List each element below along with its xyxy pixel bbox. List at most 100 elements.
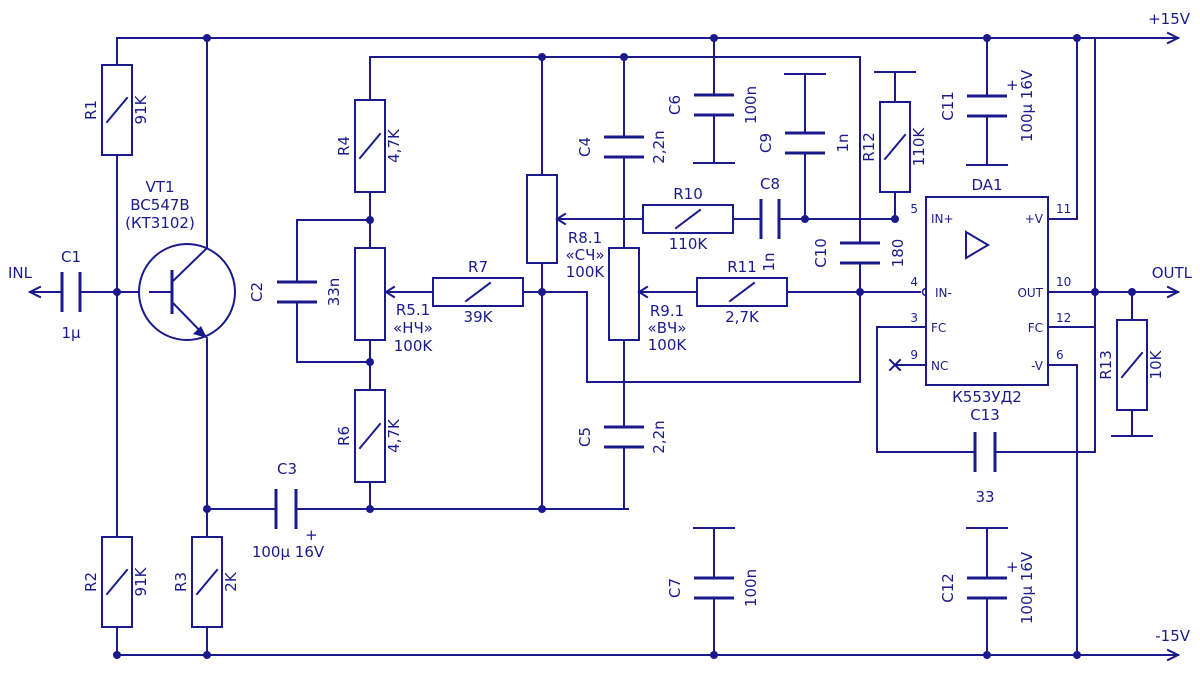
capacitor-c7: C7 100n	[666, 569, 760, 607]
capacitor-c4: C4 2,2n	[576, 130, 668, 163]
c8-ref: C8	[760, 175, 780, 193]
resistor-r12: R12 110K	[860, 101, 928, 193]
c4-ref: C4	[576, 137, 594, 157]
capacitor-c9: C9 1n	[757, 131, 852, 155]
c3-ref: C3	[277, 460, 297, 478]
c6-value: 100n	[742, 86, 760, 124]
resistor-r11: R11 2,7K	[696, 258, 788, 326]
da1-pin-inm-name: IN-	[935, 286, 952, 300]
net-vminus-label: -15V	[1155, 627, 1190, 645]
r5-label: «НЧ»	[393, 319, 433, 337]
r5-ref: R5.1	[396, 301, 430, 319]
c8-value: 1n	[760, 252, 778, 271]
c12-value: 100μ 16V	[1018, 551, 1036, 624]
r8-ref: R8.1	[568, 229, 602, 247]
da1-pin-nc-name: NC	[931, 359, 948, 373]
r3-value: 2K	[222, 571, 240, 592]
c13-ref: C13	[970, 406, 1000, 424]
capacitor-c5: C5 2,2n	[576, 420, 668, 453]
c5-ref: C5	[576, 427, 594, 447]
c2-value: 33n	[325, 278, 343, 307]
da1-pin-vm-num: 6	[1056, 348, 1064, 362]
resistor-r4: R4 4,7K	[335, 99, 403, 193]
net-output-label: OUTL	[1152, 264, 1193, 282]
resistor-r2: R2 91K	[82, 536, 150, 628]
capacitor-c3: C3 + 100μ 16V	[252, 460, 325, 561]
resistor-r6: R6 4,7K	[335, 389, 403, 483]
r12-value: 110K	[910, 127, 928, 167]
c7-value: 100n	[742, 569, 760, 607]
r2-ref: R2	[82, 572, 100, 592]
c3-polarity: +	[305, 526, 318, 544]
da1-pin-vm-name: -V	[1031, 359, 1044, 373]
net-input-label: INL	[8, 264, 33, 282]
c1-value: 1μ	[61, 324, 81, 342]
r2-value: 91K	[132, 566, 150, 596]
c12-polarity: +	[1006, 558, 1019, 576]
r11-ref: R11	[727, 258, 757, 276]
da1-pin-out-num: 10	[1056, 275, 1071, 289]
vt1-part: BC547B	[130, 196, 189, 214]
capacitor-c6: C6 100n	[666, 86, 760, 124]
r9-value: 100K	[648, 336, 688, 354]
net-vplus-label: +15V	[1148, 10, 1191, 28]
r6-ref: R6	[335, 426, 353, 446]
da1-pin-fc1-num: 3	[910, 311, 918, 325]
c6-ref: C6	[666, 95, 684, 115]
opamp-da1: DA1 К553УД2 5 IN+ 4 IN- 3 FC 9 NC 11 +V …	[910, 176, 1071, 406]
vt1-alt: (КТ3102)	[125, 214, 195, 232]
r13-ref: R13	[1097, 350, 1115, 380]
c3-value: 100μ 16V	[252, 543, 325, 561]
r1-ref: R1	[82, 100, 100, 120]
r9-label: «ВЧ»	[648, 319, 687, 337]
potentiometer-r9: R9.1 «ВЧ» 100K	[608, 247, 688, 354]
da1-pin-inp-num: 5	[910, 202, 918, 216]
r3-ref: R3	[172, 572, 190, 592]
c10-ref: C10	[812, 238, 830, 268]
c9-value: 1n	[834, 133, 852, 152]
transistor-vt1: VT1 BC547B (КТ3102)	[125, 178, 236, 341]
da1-pin-fc2-num: 12	[1056, 311, 1071, 325]
r13-value: 10K	[1147, 349, 1165, 379]
capacitor-c2: C2 33n	[248, 278, 343, 307]
r6-value: 4,7K	[385, 418, 403, 453]
da1-pin-fc1-name: FC	[931, 321, 946, 335]
c5-value: 2,2n	[650, 420, 668, 453]
r7-value: 39K	[464, 308, 494, 326]
da1-pin-vp-num: 11	[1056, 202, 1071, 216]
c11-polarity: +	[1006, 76, 1019, 94]
resistor-r10: R10 110K	[642, 185, 734, 253]
r7-ref: R7	[468, 258, 488, 276]
resistor-r7: R7 39K	[432, 258, 524, 326]
capacitor-c10: C10 180	[812, 238, 907, 268]
c10-value: 180	[889, 239, 907, 268]
c9-ref: C9	[757, 133, 775, 153]
da1-pin-inp-name: IN+	[931, 212, 954, 226]
wires	[27, 31, 1181, 662]
da1-part: К553УД2	[952, 388, 1022, 406]
c4-value: 2,2n	[650, 130, 668, 163]
da1-pin-vp-name: +V	[1025, 212, 1044, 226]
r8-label: «СЧ»	[565, 246, 604, 264]
r4-value: 4,7K	[385, 128, 403, 163]
r5-value: 100K	[394, 337, 434, 355]
c11-ref: C11	[939, 91, 957, 121]
r10-ref: R10	[673, 185, 703, 203]
junctions	[113, 34, 1136, 659]
capacitor-c11: C11 + 100μ 16V	[939, 69, 1036, 142]
r11-value: 2,7K	[725, 308, 760, 326]
r8-value: 100K	[566, 263, 606, 281]
da1-ref: DA1	[971, 176, 1002, 194]
r9-ref: R9.1	[650, 302, 684, 320]
capacitor-c1: C1 1μ	[60, 248, 82, 342]
capacitor-c12: C12 + 100μ 16V	[939, 551, 1036, 624]
c12-ref: C12	[939, 573, 957, 603]
c11-value: 100μ 16V	[1018, 69, 1036, 142]
r4-ref: R4	[335, 136, 353, 156]
capacitor-c13: C13 33	[970, 406, 1000, 506]
vt1-ref: VT1	[146, 178, 175, 196]
resistor-r1: R1 91K	[82, 64, 150, 156]
potentiometer-r8: R8.1 «СЧ» 100K	[526, 174, 606, 281]
resistor-r3: R3 2K	[172, 536, 240, 628]
